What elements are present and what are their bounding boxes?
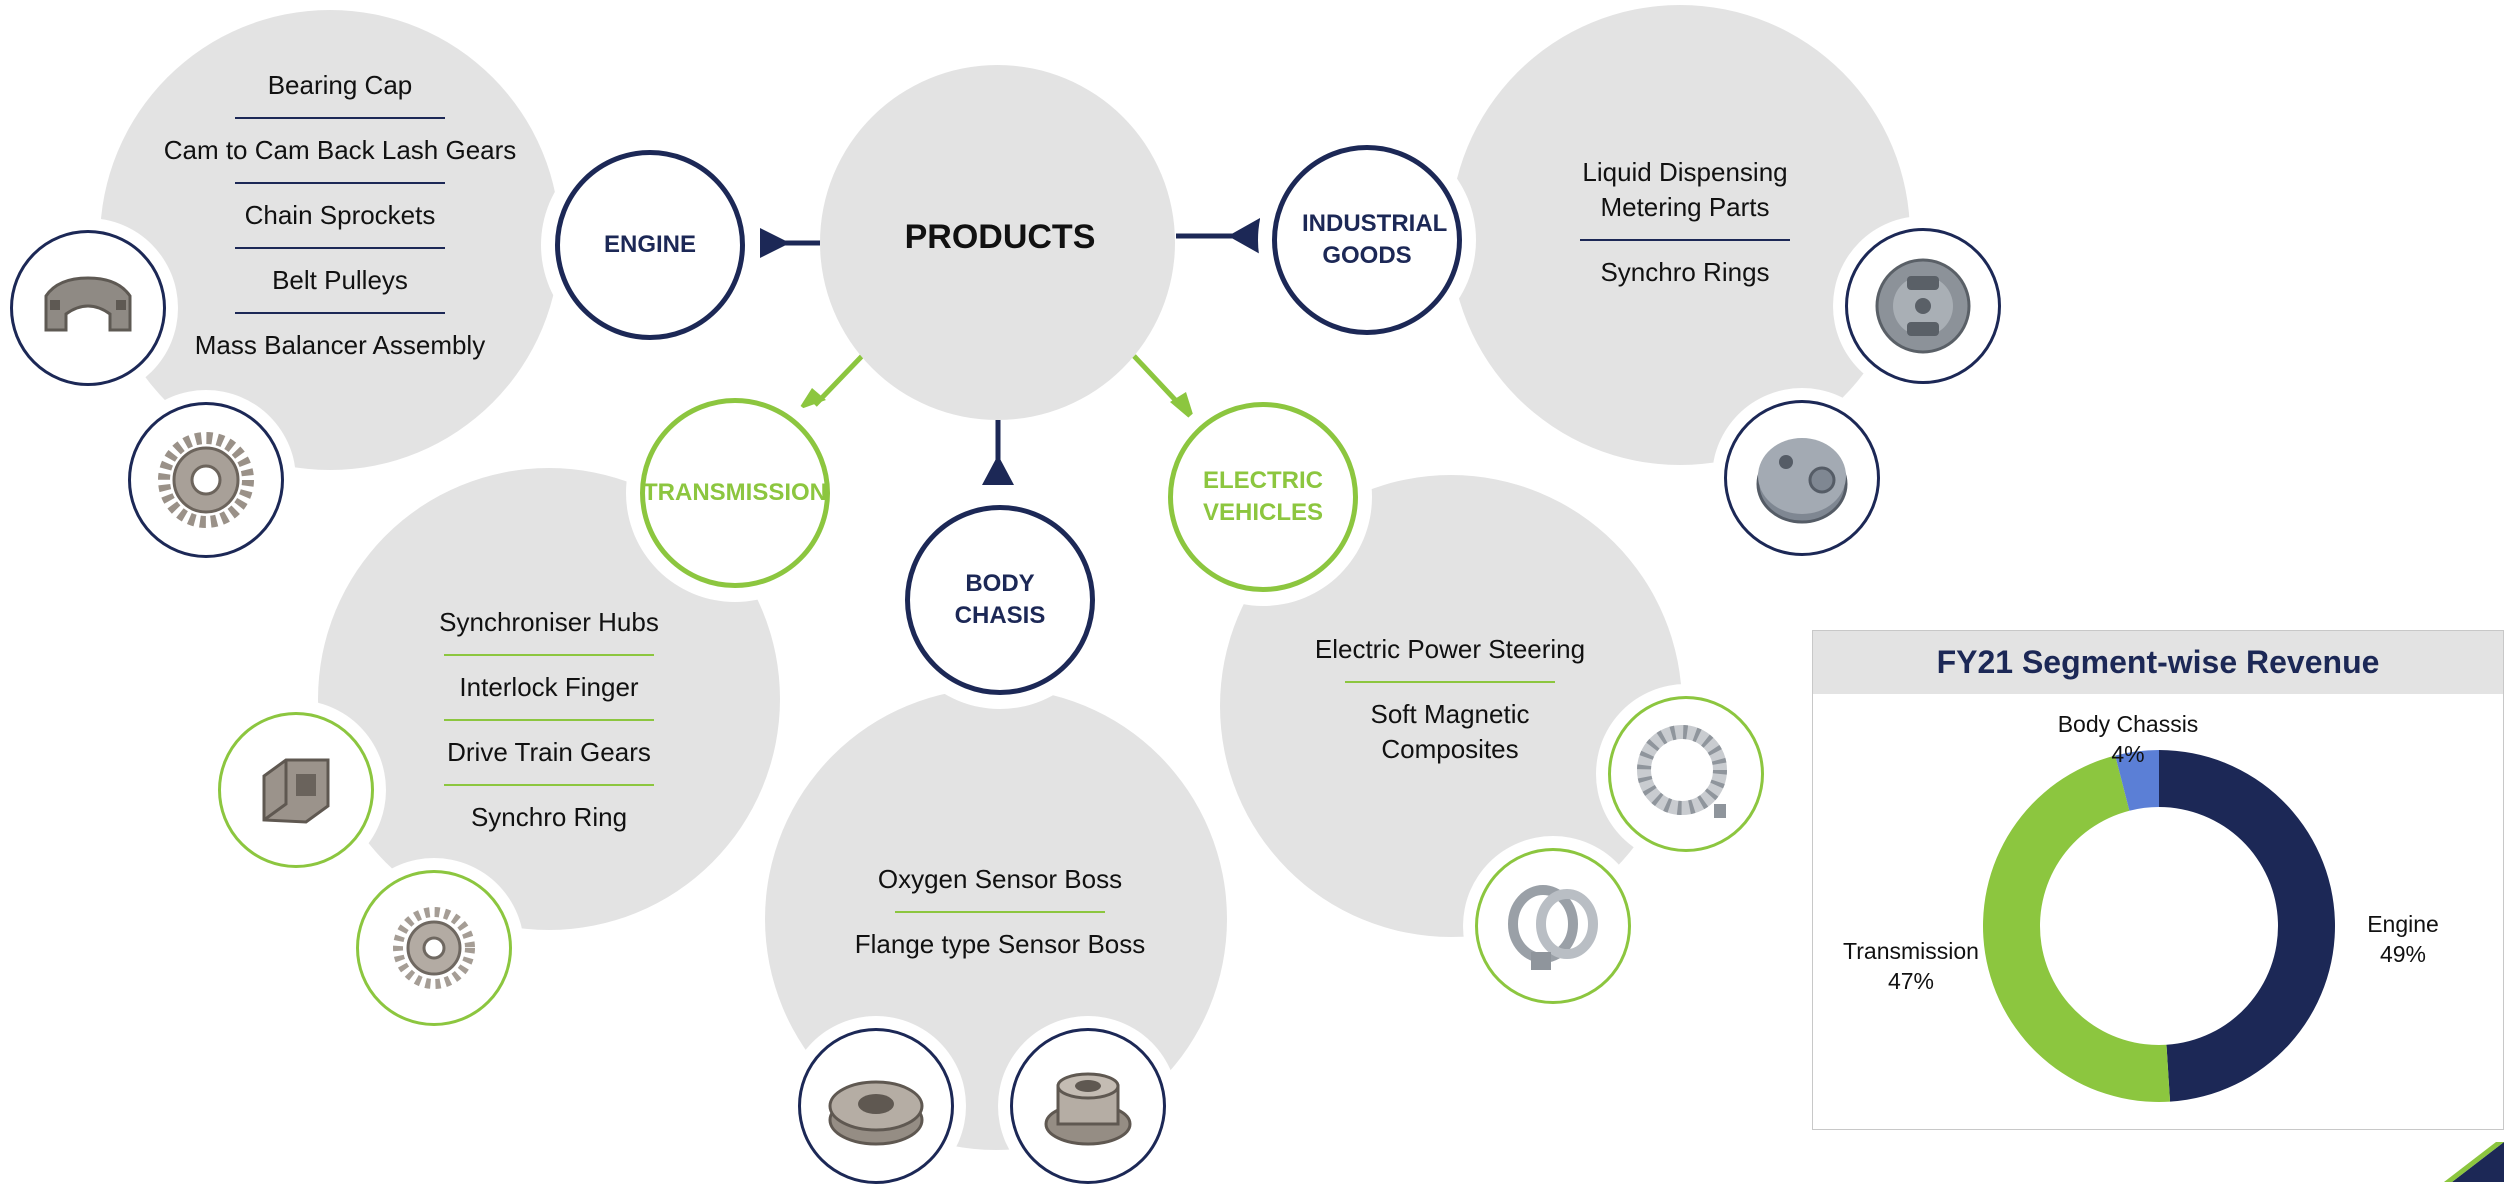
donut-slice-transmission [1983,755,2171,1102]
ev-item: Electric Power Steering [1314,634,1586,664]
connector-ev-arrow [1170,392,1196,424]
label-transmission: Transmission 47% [1816,936,2006,996]
nut-icon [1044,1072,1132,1146]
thumb-industrial-disc [1845,228,2001,384]
products-bubble [820,65,1175,420]
donut-slice-body-chassis [2115,750,2159,811]
plate-icon [1756,438,1848,524]
industrial-bubble [1450,5,1910,465]
industrial-item-list: Liquid Dispensing Metering Parts Synchro… [1500,155,1870,304]
divider [895,911,1105,913]
ev-ring-icon [1637,725,1727,818]
divider [1580,239,1790,241]
coil-icon [1508,885,1598,970]
ev-item: Soft Magnetic Composites [1370,699,1530,764]
thumb-gear [128,402,284,558]
disc-icon [1875,258,1971,354]
divider [444,654,654,656]
label-body-chassis: Body Chassis 4% [2013,709,2243,769]
transmission-item: Drive Train Gears [447,737,651,767]
corner-decoration [2444,1142,2504,1182]
products-title: PRODUCTS [904,218,1096,256]
label-transmission-value: 47% [1887,968,1935,994]
body-item: Flange type Sensor Boss [854,929,1146,959]
engine-item: Bearing Cap [267,70,413,100]
category-industrial-label: INDUSTRIAL GOODS [1302,210,1448,269]
thumb-oxygen-boss [798,1028,954,1184]
body-item: Oxygen Sensor Boss [877,864,1123,894]
connector-industrial-arrow [1228,218,1260,254]
gear-icon [158,432,254,528]
ev-item-list: Electric Power Steering Soft Magnetic Co… [1280,632,1620,781]
engine-item-list: Bearing Cap Cam to Cam Back Lash Gears C… [140,68,540,377]
revenue-donut-chart [1983,750,2335,1102]
thumb-flange-boss [1010,1028,1166,1184]
divider [444,784,654,786]
category-body-chasis[interactable]: BODY CHASIS [905,505,1095,695]
bearing-cap-icon [44,276,132,332]
engine-item: Chain Sprockets [244,200,436,230]
label-engine-value: 49% [2379,941,2427,967]
connector-body-arrow [982,455,1014,485]
engine-item: Belt Pulleys [272,265,408,295]
thumb-ev-ring [1608,696,1764,852]
category-ev-label: ELECTRIC VEHICLES [1203,467,1324,526]
connector-transmission [813,354,864,407]
thumb-synchro-hub [218,712,374,868]
connector-engine-arrow [760,228,790,258]
connector-transmission-arrow [798,388,826,410]
thumb-bearing-cap [10,230,166,386]
label-transmission-name: Transmission [1843,938,1979,964]
engine-bubble [100,10,560,470]
divider [235,247,445,249]
transmission-item-list: Synchroniser Hubs Interlock Finger Drive… [370,605,728,849]
transmission-item: Interlock Finger [459,672,639,702]
thumb-sprocket [356,870,512,1026]
transmission-item: Synchro Ring [470,802,628,832]
connector-ev [1132,354,1182,407]
revenue-chart-panel: FY21 Segment-wise Revenue Engine 49% Tra… [1812,630,2504,1130]
chart-title: FY21 Segment-wise Revenue [1813,631,2503,694]
label-engine: Engine 49% [2338,909,2468,969]
divider [444,719,654,721]
label-body-chassis-value: 4% [2111,741,2145,767]
synchro-hub-icon [262,758,330,824]
divider [235,117,445,119]
engine-item: Cam to Cam Back Lash Gears [163,135,517,165]
divider [235,182,445,184]
label-engine-name: Engine [2367,911,2439,937]
transmission-item: Synchroniser Hubs [439,607,659,637]
category-engine[interactable]: ENGINE [555,150,745,340]
industrial-item: Synchro Rings [1600,257,1770,287]
category-industrial-goods[interactable]: INDUSTRIAL GOODS [1272,145,1462,335]
category-electric-vehicles[interactable]: ELECTRIC VEHICLES [1168,402,1358,592]
category-body-label: BODY CHASIS [954,570,1046,629]
label-body-chassis-name: Body Chassis [2057,711,2199,737]
divider [235,312,445,314]
industrial-item: Liquid Dispensing Metering Parts [1582,157,1788,222]
sprocket-icon [393,907,475,989]
divider [1345,681,1555,683]
category-transmission[interactable]: TRANSMISSION [640,398,830,588]
donut-slice-engine [2159,750,2335,1102]
thumb-coil [1475,848,1631,1004]
thumb-industrial-plate [1724,400,1880,556]
body-item-list: Oxygen Sensor Boss Flange type Sensor Bo… [800,862,1200,976]
engine-item: Mass Balancer Assembly [194,330,486,360]
nut-icon [828,1080,924,1146]
